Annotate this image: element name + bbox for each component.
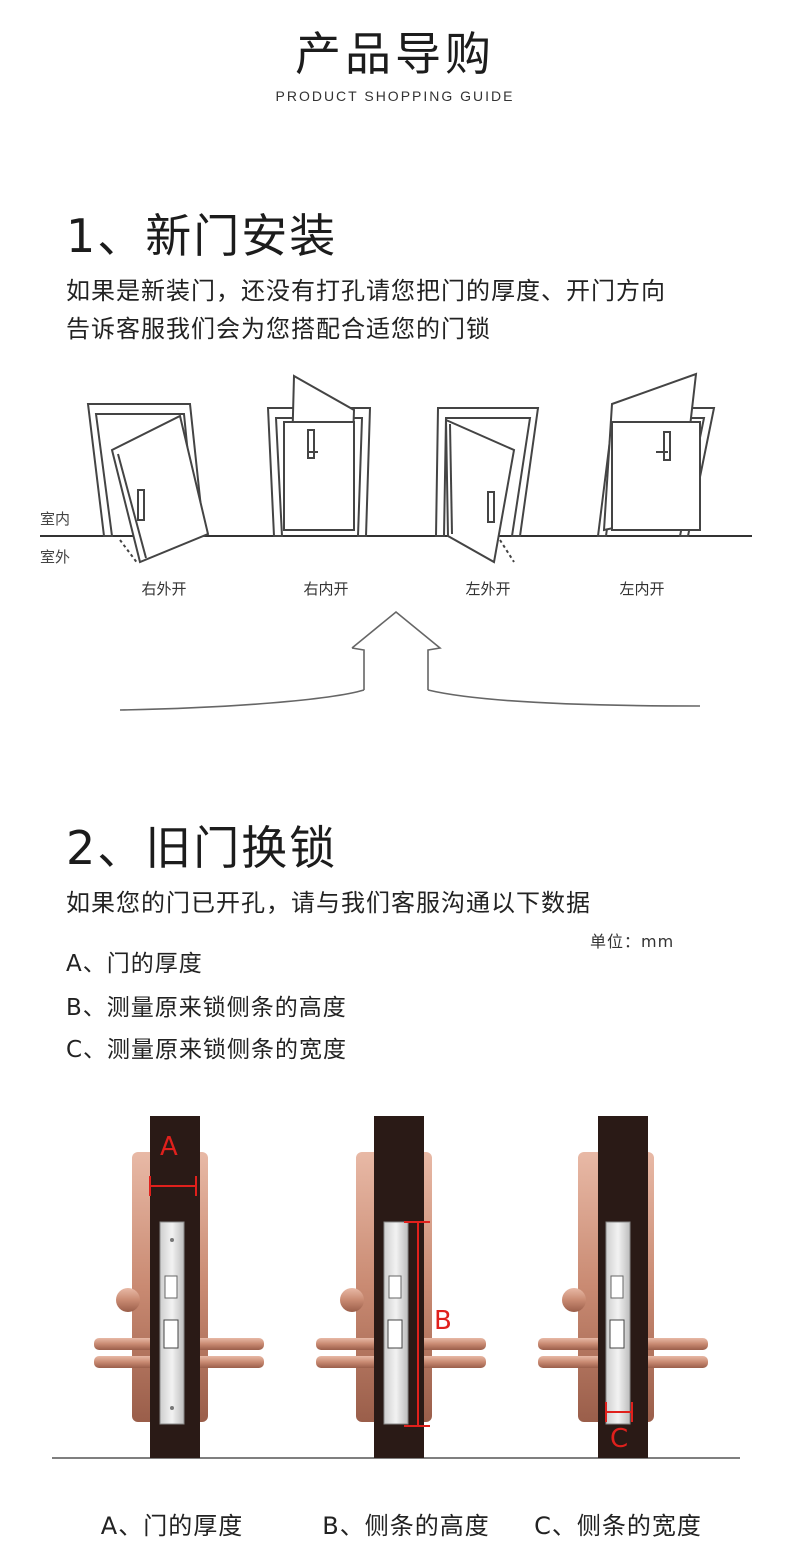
measure-item-a: A、门的厚度 (66, 951, 203, 977)
door-left-inward-icon (596, 372, 716, 537)
caption-c: C、侧条的宽度 (534, 1512, 702, 1540)
outdoor-label: 室外 (40, 548, 71, 566)
door-label-left-inward: 左内开 (619, 580, 665, 598)
caption-a: A、门的厚度 (100, 1512, 244, 1540)
section2-description: 如果您的门已开孔，请与我们客服沟通以下数据 (66, 889, 591, 917)
measure-item-c: C、测量原来锁侧条的宽度 (66, 1037, 348, 1063)
page-title: 产品导购 (295, 27, 495, 81)
lock-photo-c (538, 1116, 708, 1458)
indoor-label: 室内 (40, 510, 71, 528)
up-arrow-icon (119, 610, 701, 711)
door-left-outward-icon (434, 407, 540, 564)
door-label-left-outward: 左外开 (465, 580, 511, 598)
door-right-inward-icon (266, 374, 372, 537)
unit-label: 单位：mm (590, 932, 675, 951)
marker-a: A (160, 1132, 178, 1162)
caption-b: B、侧条的高度 (322, 1512, 490, 1540)
lock-photo-a (94, 1116, 264, 1458)
door-label-right-inward: 右内开 (303, 580, 349, 598)
door-label-right-outward: 右外开 (141, 580, 187, 598)
section1-description-line1: 如果是新装门，还没有打孔请您把门的厚度、开门方向 (66, 277, 666, 305)
section1-heading: 1、新门安装 (66, 209, 338, 263)
section1-description-line2: 告诉客服我们会为您搭配合适您的门锁 (66, 315, 491, 343)
lock-photo-b (316, 1116, 486, 1458)
marker-c: C (610, 1424, 629, 1454)
page-subtitle: PRODUCT SHOPPING GUIDE (275, 88, 515, 104)
marker-b: B (434, 1306, 452, 1336)
door-right-outward-icon (86, 403, 210, 565)
section2-heading: 2、旧门换锁 (66, 821, 338, 875)
measure-item-b: B、测量原来锁侧条的高度 (66, 995, 347, 1021)
